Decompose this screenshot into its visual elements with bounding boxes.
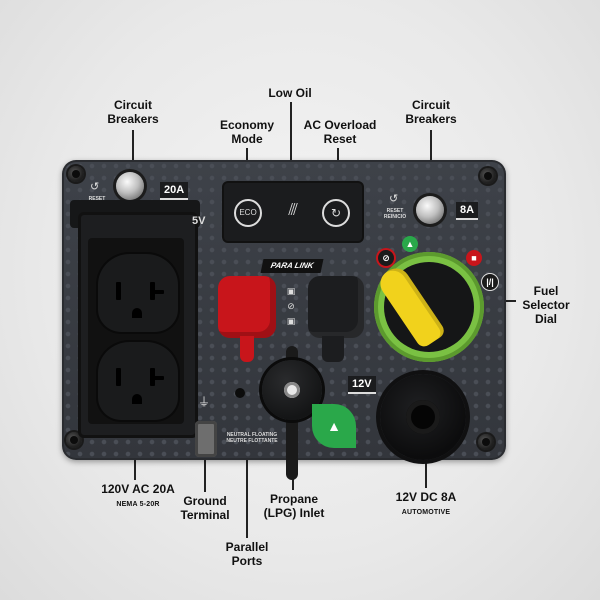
leaf-icon[interactable]: ECO — [234, 199, 262, 227]
callout-ac-overload-reset: AC Overload Reset — [303, 118, 377, 146]
fuel-pump-icon: ■ — [466, 250, 482, 266]
parallel-port-black-stem — [322, 336, 344, 362]
ac-outlet-title: 120V AC 20A — [101, 482, 175, 496]
paralink-tag: PARA LINK — [260, 259, 324, 273]
neutral-floating-label: NEUTRAL FLOATING NEUTRE FLOTTANTE — [226, 432, 278, 444]
callout-low-oil: Low Oil — [268, 86, 312, 100]
callout-circuit-breakers-right: Circuit Breakers — [405, 98, 457, 126]
reset-icon[interactable]: ↻ — [322, 199, 350, 227]
dc-outlet-title: 12V DC 8A — [395, 490, 457, 504]
receptacle-slot — [116, 368, 121, 386]
reset-icon: ↺ — [90, 181, 100, 193]
receptacle-slot — [116, 282, 121, 300]
fuel-off-icon: ⊘ — [378, 250, 394, 266]
receptacle-slot — [154, 290, 164, 294]
parallel-port-red[interactable] — [218, 276, 276, 338]
receptacle-bottom[interactable] — [96, 340, 180, 422]
callout-propane-inlet: Propane (LPG) Inlet — [263, 492, 325, 520]
leader-line — [290, 102, 292, 194]
dc-outlet-subtitle: AUTOMOTIVE — [401, 509, 451, 516]
callout-ac-outlet: 120V AC 20A NEMA 5-20R — [96, 482, 180, 512]
circuit-breaker-left[interactable] — [116, 172, 144, 200]
parallel-port-black[interactable] — [308, 276, 364, 338]
outlet-voltage-label: 5V — [192, 215, 206, 227]
receptacle-ground — [132, 308, 142, 318]
receptacle-slot — [150, 368, 155, 386]
panel-screw — [66, 432, 82, 448]
panel-screw — [478, 434, 494, 450]
breaker-reset-label: RESET — [88, 196, 106, 202]
panel-screw — [480, 168, 496, 184]
propane-tank-icon: ▲ — [312, 404, 356, 448]
eco-label: ECO — [239, 208, 257, 217]
circuit-breaker-right[interactable] — [416, 196, 444, 224]
leader-line — [425, 436, 427, 488]
callout-dc-outlet: 12V DC 8A AUTOMOTIVE — [384, 490, 468, 520]
receptacle-slot — [150, 282, 155, 300]
callout-circuit-breakers-left: Circuit Breakers — [107, 98, 159, 126]
ground-icon: ⏚ — [198, 395, 211, 409]
receptacle-slot — [154, 376, 164, 380]
dc-outlet-core — [406, 400, 440, 434]
reset-icon: ↺ — [389, 193, 399, 205]
receptacle-ground — [132, 394, 142, 404]
choke-icon: |/| — [482, 274, 498, 290]
callout-fuel-selector-dial: Fuel Selector Dial — [522, 284, 570, 326]
receptacle-top[interactable] — [96, 252, 180, 334]
callout-parallel-ports: Parallel Ports — [225, 540, 269, 568]
parallel-icons: ▣⊘▣ — [286, 286, 296, 326]
ground-terminal[interactable] — [195, 421, 217, 457]
propane-inlet-port — [284, 382, 300, 398]
dc-voltage-label: 12V — [348, 376, 376, 394]
propane-tank-icon: ▲ — [402, 236, 418, 252]
panel-screw — [68, 166, 84, 182]
breaker-rating-right: 8A — [456, 202, 479, 220]
leader-line — [204, 452, 206, 492]
breaker-rating-left: 20A — [160, 182, 189, 200]
callout-ground-terminal: Ground Terminal — [180, 494, 230, 522]
oil-can-icon: ⫻ — [288, 202, 298, 219]
parallel-port-red-stem — [240, 336, 254, 362]
breaker-reset-label: RESET REINICIO — [383, 208, 407, 220]
ac-outlet-subtitle: NEMA 5-20R — [116, 501, 160, 508]
hole — [235, 388, 245, 398]
leader-line — [132, 130, 134, 174]
callout-economy-mode: Economy Mode — [219, 118, 274, 146]
